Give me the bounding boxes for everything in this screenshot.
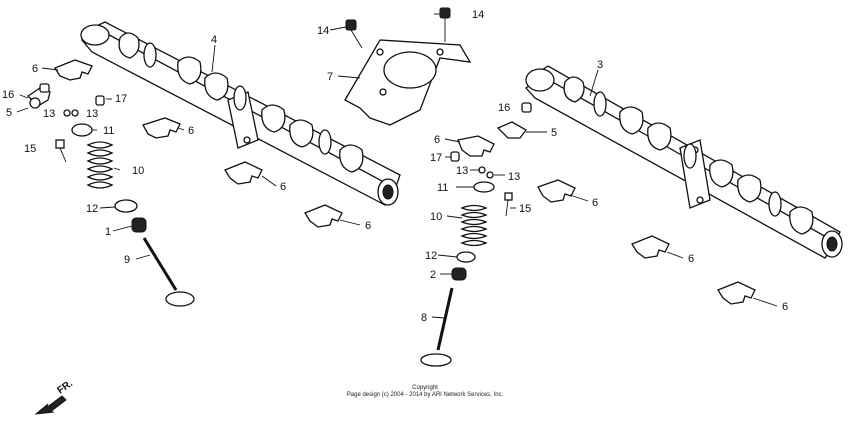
bolt-15-right[interactable] bbox=[504, 192, 513, 217]
front-direction-label: FR. bbox=[55, 378, 75, 396]
copyright-line: Page design (c) 2004 - 2014 by ARI Netwo… bbox=[347, 392, 504, 398]
callout-6-d: 6 bbox=[365, 220, 371, 232]
valve-9-left[interactable] bbox=[142, 237, 195, 307]
valve-8-right[interactable] bbox=[420, 287, 454, 367]
lock-nut-16-right[interactable] bbox=[521, 102, 532, 113]
callout-7: 7 bbox=[327, 71, 333, 83]
callout-6-e: 6 bbox=[434, 134, 440, 146]
callout-14-right: 14 bbox=[472, 9, 484, 21]
callout-6-g: 6 bbox=[688, 253, 694, 265]
callout-6-a: 6 bbox=[32, 63, 38, 75]
callout-5-right: 5 bbox=[551, 127, 557, 139]
callout-13-left: 13 bbox=[43, 108, 55, 120]
holder-plate-right-bottom[interactable] bbox=[717, 281, 756, 305]
copyright-title: Copyright bbox=[412, 385, 438, 391]
holder-plate-left-lower[interactable] bbox=[224, 161, 263, 185]
camshaft-left[interactable] bbox=[80, 21, 401, 206]
callout-16-left: 16 bbox=[2, 89, 14, 101]
callout-8: 8 bbox=[421, 312, 427, 324]
valve-spring-10-left[interactable] bbox=[86, 141, 114, 189]
valve-seal-2-right[interactable] bbox=[451, 267, 467, 281]
callout-4: 4 bbox=[211, 34, 217, 46]
callout-5-left: 5 bbox=[6, 107, 12, 119]
retainer-11-right[interactable] bbox=[473, 181, 495, 193]
collar-17-left[interactable] bbox=[95, 95, 105, 106]
callout-6-c: 6 bbox=[280, 181, 286, 193]
callout-9: 9 bbox=[124, 254, 130, 266]
callout-10-right: 10 bbox=[430, 211, 442, 223]
callout-13-right-a: 13 bbox=[456, 165, 468, 177]
callout-17-right: 17 bbox=[430, 152, 442, 164]
front-arrow-icon bbox=[34, 395, 67, 415]
callout-17-left: 17 bbox=[115, 93, 127, 105]
lock-nut-16-left[interactable] bbox=[39, 83, 50, 93]
holder-plate-left-top[interactable] bbox=[54, 59, 93, 81]
collar-17-right[interactable] bbox=[450, 151, 460, 162]
spring-seat-12-left[interactable] bbox=[114, 199, 138, 213]
rocker-arm-right[interactable] bbox=[496, 121, 527, 139]
holder-plate-right-lower[interactable] bbox=[631, 235, 670, 259]
spring-seat-12-right[interactable] bbox=[456, 251, 476, 263]
valve-spring-10-right[interactable] bbox=[460, 204, 488, 247]
callout-3: 3 bbox=[597, 59, 603, 71]
callout-6-b: 6 bbox=[188, 125, 194, 137]
callout-12-right: 12 bbox=[425, 250, 437, 262]
callout-15-left: 15 bbox=[24, 143, 36, 155]
adjust-screws-13-right[interactable] bbox=[478, 166, 494, 179]
adjust-screws-13-left[interactable] bbox=[63, 109, 79, 117]
leader-lines bbox=[16, 13, 778, 319]
callout-14-left: 14 bbox=[317, 25, 329, 37]
holder-plate-right-top[interactable] bbox=[457, 135, 495, 157]
callout-2: 2 bbox=[430, 269, 436, 281]
bolt-14-left[interactable] bbox=[345, 19, 363, 49]
callout-12-left: 12 bbox=[86, 203, 98, 215]
callout-6-f: 6 bbox=[592, 197, 598, 209]
holder-plate-right-mid[interactable] bbox=[537, 179, 576, 203]
retainer-11-left[interactable] bbox=[71, 123, 93, 137]
bolt-14-right[interactable] bbox=[439, 7, 451, 42]
holder-plate-left-bottom[interactable] bbox=[304, 204, 343, 228]
callout-16-right: 16 bbox=[498, 102, 510, 114]
camshaft-right[interactable] bbox=[525, 65, 843, 259]
callout-10-left: 10 bbox=[132, 165, 144, 177]
callout-13-right-b: 13 bbox=[508, 171, 520, 183]
callout-numbers: 6 16 5 13 13 17 11 15 10 12 1 9 6 4 6 6 … bbox=[2, 9, 788, 324]
holder-plate-left-mid[interactable] bbox=[142, 117, 181, 139]
callout-1: 1 bbox=[105, 226, 111, 238]
callout-15-right: 15 bbox=[519, 203, 531, 215]
camshaft-holder-bracket[interactable] bbox=[344, 39, 472, 126]
callout-6-h: 6 bbox=[782, 301, 788, 313]
valve-seal-1-left[interactable] bbox=[131, 217, 147, 233]
bolt-15-left[interactable] bbox=[55, 139, 67, 163]
callout-11-left: 11 bbox=[103, 125, 114, 137]
callout-13-left-b: 13 bbox=[86, 108, 98, 120]
callout-11-right: 11 bbox=[437, 182, 448, 194]
